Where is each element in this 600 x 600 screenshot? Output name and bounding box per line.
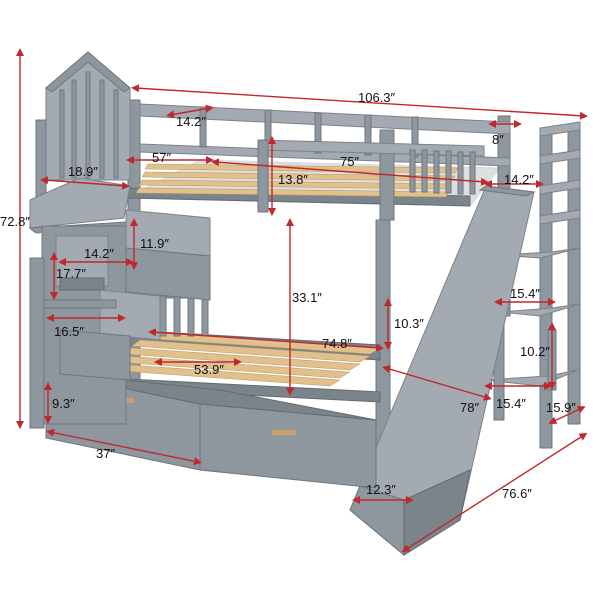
label-guardrail-height: 13.8″ bbox=[278, 172, 308, 187]
label-tower-window-height: 11.9″ bbox=[140, 236, 169, 251]
label-overall-height: 72.8″ bbox=[0, 214, 30, 229]
drawer-handle-right bbox=[272, 430, 296, 435]
label-ladder-top-gap: 8″ bbox=[492, 132, 504, 147]
dim-line-shelf-unit-depth bbox=[548, 406, 586, 424]
label-slide-length: 78″ bbox=[460, 400, 479, 415]
label-overall-depth: 76.6″ bbox=[502, 486, 532, 501]
label-top-mattress-width: 57″ bbox=[152, 150, 171, 165]
dimension-labels: 106.3″ 72.8″ 76.6″ 14.2″ 8″ 18.9″ 57″ 75… bbox=[0, 90, 576, 501]
label-drawer-height: 9.3″ bbox=[52, 396, 75, 411]
dim-line-overall-length bbox=[131, 84, 588, 120]
label-bottom-mattress-width: 53.9″ bbox=[194, 362, 224, 377]
dim-line-top-rail-end-gap bbox=[166, 104, 214, 119]
label-shelf-depth: 15.4″ bbox=[496, 396, 526, 411]
front-guard-post bbox=[257, 139, 269, 213]
label-overall-length: 106.3″ bbox=[358, 90, 396, 105]
castle-tower bbox=[29, 51, 211, 429]
bed-illustration bbox=[29, 51, 581, 557]
label-bunk-clearance: 33.1″ bbox=[292, 290, 322, 305]
dim-line-top-mattress-length bbox=[211, 158, 489, 186]
dim-line-slide-length bbox=[382, 365, 492, 401]
label-top-mattress-length: 75″ bbox=[340, 154, 359, 169]
label-slide-width: 12.3″ bbox=[366, 482, 396, 497]
dim-line-overall-depth bbox=[401, 432, 588, 553]
label-step-depth: 16.5″ bbox=[54, 324, 84, 339]
dim-line-drawer-width bbox=[46, 428, 202, 466]
label-shelf-unit-depth: 15.9″ bbox=[546, 400, 576, 415]
label-tower-width: 18.9″ bbox=[68, 164, 98, 179]
label-shelf-spacing: 10.2″ bbox=[520, 344, 550, 359]
label-drawer-width: 37″ bbox=[96, 446, 115, 461]
dim-line-tower-width bbox=[40, 176, 130, 190]
label-bottom-mattress-length: 74.8″ bbox=[322, 336, 352, 351]
dimension-lines bbox=[16, 48, 588, 553]
label-bottom-rail-height: 10.3″ bbox=[394, 316, 424, 331]
label-top-rail-end-gap: 14.2″ bbox=[176, 114, 206, 129]
label-ladder-width: 14.2″ bbox=[504, 172, 534, 187]
dim-line-bottom-mattress-length bbox=[148, 328, 384, 352]
label-shelf-width: 15.4″ bbox=[510, 286, 540, 301]
label-tower-window-width: 14.2″ bbox=[84, 246, 114, 261]
label-step-height: 17.7″ bbox=[56, 266, 86, 281]
